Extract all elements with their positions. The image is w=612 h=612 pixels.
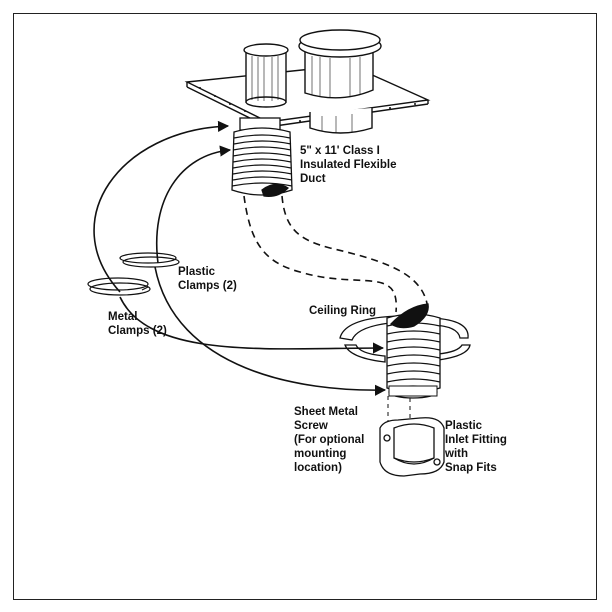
alignment-dash-lines xyxy=(387,396,411,432)
lower-duct-bellows xyxy=(386,303,441,399)
plastic-inlet-fitting xyxy=(379,417,445,477)
ceiling-ring-label: Ceiling Ring xyxy=(309,305,377,317)
duct-label: 5" x 11' Class I Insulated Flexible Duct xyxy=(300,145,397,185)
upper-duct-bellows xyxy=(231,117,293,197)
large-roof-cap xyxy=(298,29,382,134)
plastic-clamps xyxy=(119,252,180,268)
inlet-fitting-label: Plastic Inlet Fitting with Snap Fits xyxy=(445,420,507,474)
small-roof-pipe xyxy=(243,43,289,108)
metal-clamps xyxy=(87,277,151,296)
plastic-clamps-label: Plastic Clamps (2) xyxy=(178,266,237,292)
sheet-metal-screw-label: Sheet Metal Screw (For optional mounting… xyxy=(294,406,365,474)
metal-clamps-label: Metal Clamps (2) xyxy=(108,311,167,337)
flexible-duct-dashed xyxy=(243,195,429,313)
assembly-arrows xyxy=(93,120,387,396)
